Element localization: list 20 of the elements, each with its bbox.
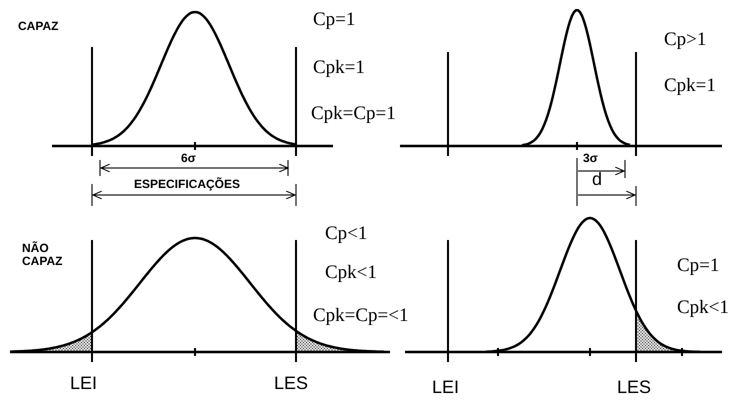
limit-label: LES	[617, 378, 652, 398]
dimension-label: 6σ	[181, 152, 196, 166]
dimension-label: ESPECIFICAÇÕES	[134, 178, 240, 192]
limit-label: LEI	[432, 378, 460, 398]
index-label: Cp<1	[325, 224, 368, 245]
index-label: Cpk=Cp=1	[311, 104, 396, 125]
status-label: CAPAZ	[18, 20, 58, 34]
limit-label: LEI	[70, 374, 98, 394]
index-label: Cpk=1	[313, 58, 365, 79]
index-label: Cp=1	[677, 256, 720, 277]
index-label: Cpk<1	[325, 263, 377, 284]
dimension-label: d	[592, 170, 602, 190]
index-label: Cp=1	[313, 10, 356, 31]
dimension-label: 3σ	[583, 152, 598, 166]
status-label: NÃO CAPAZ	[22, 242, 64, 268]
index-label: Cpk<1	[677, 298, 729, 319]
index-label: Cpk=1	[664, 76, 716, 97]
limit-label: LES	[274, 374, 308, 394]
index-label: Cp>1	[664, 30, 706, 51]
index-label: Cpk=Cp=<1	[313, 306, 408, 327]
